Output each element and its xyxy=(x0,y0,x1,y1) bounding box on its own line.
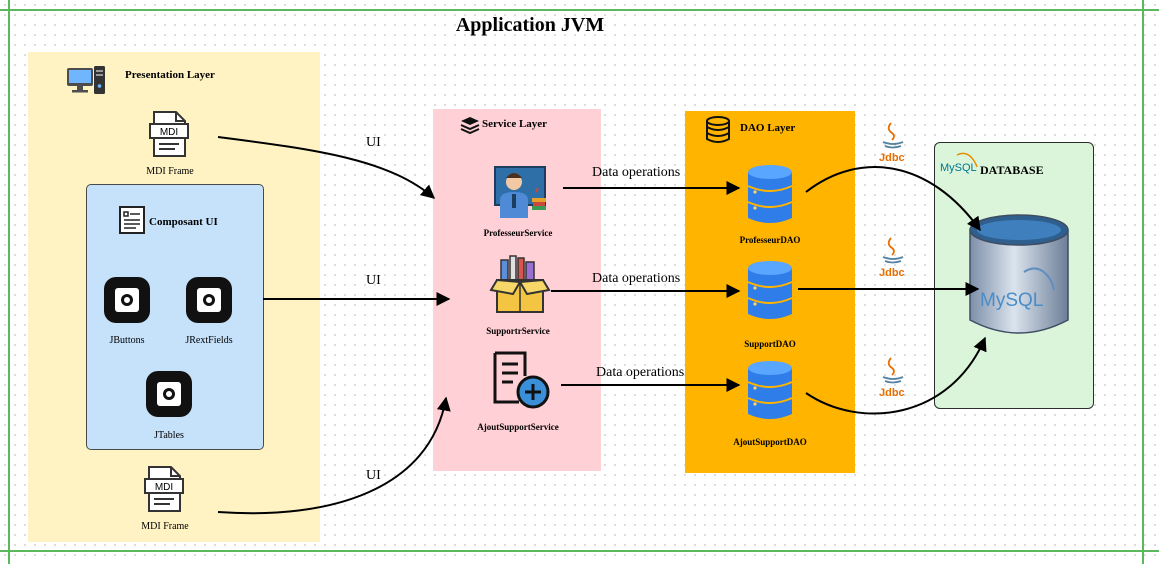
dao-layer-label: DAO Layer xyxy=(740,122,796,134)
mdi-frame-bottom-label: MDI Frame xyxy=(141,521,189,532)
database-icon xyxy=(747,361,793,419)
supportr-service-label: SupportrService xyxy=(486,326,550,336)
database-outline-icon xyxy=(706,116,730,143)
frame-left-border xyxy=(8,0,10,564)
edge-ajout-dao-to-db xyxy=(805,336,987,415)
mysql-logo-icon: MySQL xyxy=(940,152,978,174)
jdbc-text: Jdbc xyxy=(879,152,905,164)
add-document-icon xyxy=(493,351,550,409)
mysql-database-cylinder-icon: MySQL xyxy=(969,214,1069,334)
ajout-support-dao-label: AjoutSupportDAO xyxy=(733,437,807,447)
database-label: DATABASE xyxy=(980,163,1044,177)
database-icon xyxy=(747,261,793,319)
jdbc-text: Jdbc xyxy=(879,267,905,279)
database-icon xyxy=(747,165,793,223)
composant-ui-label: Composant UI xyxy=(149,216,218,228)
frame-bottom-border xyxy=(0,550,1159,552)
mdi-frame-top-label: MDI Frame xyxy=(146,166,194,177)
jbuttons-icon xyxy=(104,277,150,323)
support-dao-label: SupportDAO xyxy=(744,339,796,349)
edge-label-ui: UI xyxy=(366,273,381,288)
document-list-icon xyxy=(119,206,145,234)
java-jdbc-icon: Jdbc xyxy=(879,357,905,399)
jtables-icon xyxy=(146,371,192,417)
jdbc-text: Jdbc xyxy=(879,387,905,399)
edge-label-data-operations: Data operations xyxy=(592,271,681,286)
mdi-icon-text: MDI xyxy=(160,127,178,138)
edge-label-data-operations: Data operations xyxy=(592,165,681,180)
jtextfields-icon xyxy=(186,277,232,323)
professeur-dao-label: ProfesseurDAO xyxy=(739,235,801,245)
layers-icon xyxy=(460,117,480,134)
jtables-label: JTables xyxy=(154,430,184,441)
edge-label-data-operations: Data operations xyxy=(596,365,685,380)
edge-professeur-dao-to-db xyxy=(805,166,981,232)
mdi-icon-text: MDI xyxy=(155,482,173,493)
teacher-icon xyxy=(494,166,546,218)
service-layer-label: Service Layer xyxy=(482,118,548,130)
java-jdbc-icon: Jdbc xyxy=(879,122,905,164)
frame-right-border xyxy=(1142,0,1144,564)
edge-label-ui: UI xyxy=(366,135,381,150)
professeur-service-label: ProfesseurService xyxy=(483,228,553,238)
ajout-support-service-label: AjoutSupportService xyxy=(477,422,559,432)
presentation-layer-label: Presentation Layer xyxy=(125,69,215,81)
computer-icon xyxy=(67,66,105,94)
mdi-file-icon: MDI xyxy=(149,111,189,157)
jbuttons-label: JButtons xyxy=(109,335,145,346)
diagram-title: Application JVM xyxy=(455,14,605,36)
mysql-logo-text: MySQL xyxy=(940,162,977,174)
java-jdbc-icon: Jdbc xyxy=(879,237,905,279)
edge-mdi-top-to-service xyxy=(217,136,436,199)
mdi-file-icon: MDI xyxy=(144,466,184,512)
jtextfields-label: JRextFields xyxy=(185,335,233,346)
edge-label-ui: UI xyxy=(366,468,381,483)
box-supplies-icon xyxy=(489,255,551,313)
edge-mdi-bottom-to-service xyxy=(217,396,451,515)
mysql-cylinder-text: MySQL xyxy=(980,290,1043,311)
frame-top-border xyxy=(0,9,1159,11)
